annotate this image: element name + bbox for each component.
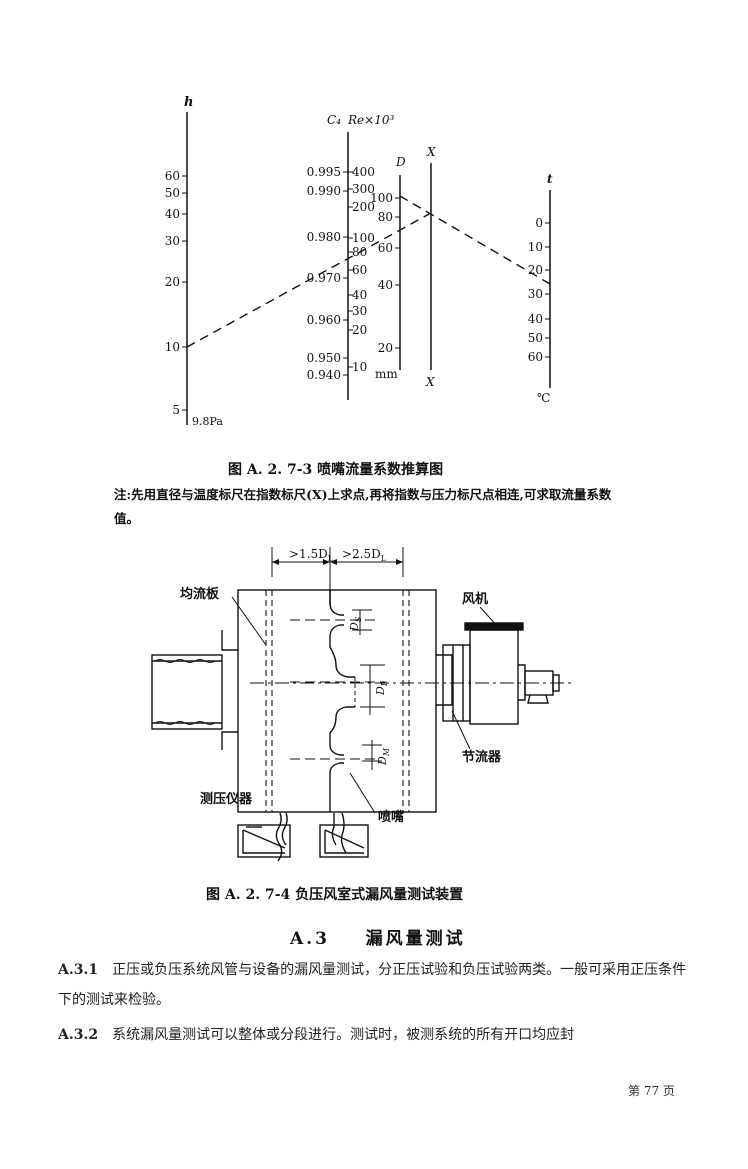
x-index-scale: X X <box>425 145 436 389</box>
h-scale-title: h <box>184 95 193 110</box>
h-tick: 50 <box>165 186 180 200</box>
dim-left-label: >1.5DL <box>289 547 334 563</box>
t-tick: 50 <box>528 331 543 345</box>
c4-tick: 0.940 <box>307 368 341 382</box>
label-baffle: 均流板 <box>180 586 220 602</box>
d-tick: 20 <box>378 341 393 355</box>
x-title-bottom: X <box>425 375 435 389</box>
construction-lines <box>186 195 551 348</box>
label-throttle: 节流器 <box>462 749 502 765</box>
d-tick: 100 <box>370 191 393 205</box>
h-tick: 20 <box>165 275 180 289</box>
paragraph-text: 系统漏风量测试可以整体或分段进行。测试时，被测系统的所有开口均应封 <box>112 1027 575 1043</box>
d-title: D <box>395 155 406 169</box>
h-tick: 30 <box>165 234 180 248</box>
re-tick: 30 <box>352 304 367 318</box>
h-tick: 10 <box>165 340 180 354</box>
re-tick: 100 <box>352 231 375 245</box>
d-scale: D 100 80 60 40 20 mm <box>370 155 406 381</box>
label-nozzle: 喷嘴 <box>378 809 404 825</box>
c4-tick: 0.990 <box>307 184 341 198</box>
t-tick: 40 <box>528 312 543 326</box>
d-tick: 60 <box>378 241 393 255</box>
t-scale: t 0 10 20 30 40 50 60 ℃ <box>528 172 553 405</box>
t-tick: 10 <box>528 240 543 254</box>
label-dl: DL <box>374 681 389 696</box>
h-tick: 60 <box>165 169 180 183</box>
c4-re-scale: C₄ Re×10³ 0.995 0.990 0.980 0.970 0.960 … <box>307 113 394 400</box>
re-tick: 300 <box>352 182 375 196</box>
label-fan: 风机 <box>462 591 488 607</box>
t-tick: 30 <box>528 287 543 301</box>
d-tick: 40 <box>378 278 393 292</box>
section-heading: A.3 漏风量测试 <box>290 929 466 949</box>
t-title: t <box>547 172 553 186</box>
d-tick: 80 <box>378 210 393 224</box>
figure2-caption: 图 A. 2. 7-4 负压风室式漏风量测试装置 <box>206 887 464 903</box>
paragraph-number: A.3.1 <box>58 962 99 978</box>
figure1-note: 注:先用直径与温度标尺在指数标尺(X)上求点,再将指数与压力标尺点相连,可求取流… <box>114 487 612 526</box>
re-tick: 200 <box>352 200 375 214</box>
d-unit: mm <box>375 367 398 381</box>
dim-right-label: >2.5DL <box>342 547 387 563</box>
label-dm: DM <box>376 747 391 766</box>
t-tick: 60 <box>528 350 543 364</box>
t-tick: 0 <box>535 216 543 230</box>
h-unit: 9.8Pa <box>192 415 223 428</box>
nomogram-figure: h 60 50 40 30 20 10 5 9.8Pa C₄ Re×10³ 0.… <box>165 95 553 428</box>
c4-tick: 0.950 <box>307 351 341 365</box>
page-number: 第 77 页 <box>628 1084 675 1098</box>
h-tick: 40 <box>165 207 180 221</box>
re-tick: 10 <box>352 360 367 374</box>
label-manometer: 测压仪器 <box>200 791 253 807</box>
t-unit: ℃ <box>537 391 550 405</box>
h-tick: 5 <box>172 403 180 417</box>
c4-tick: 0.960 <box>307 313 341 327</box>
c4-tick: 0.970 <box>307 271 341 285</box>
re-tick: 20 <box>352 323 367 337</box>
paragraph-a32: A.3.2 系统漏风量测试可以整体或分段进行。测试时，被测系统的所有开口均应封 <box>58 1020 694 1050</box>
figure1-caption: 图 A. 2. 7-3 喷嘴流量系数推算图 <box>228 462 444 478</box>
re-tick: 40 <box>352 288 367 302</box>
re-tick: 400 <box>352 165 375 179</box>
x-title-top: X <box>426 145 436 159</box>
re-tick: 60 <box>352 263 367 277</box>
h-scale: h 60 50 40 30 20 10 5 9.8Pa <box>165 95 224 428</box>
label-ds: DS <box>348 616 363 632</box>
paragraph-number: A.3.2 <box>58 1027 99 1043</box>
c4-tick: 0.980 <box>307 230 341 244</box>
c4-title: C₄ <box>327 113 341 127</box>
re-title: Re×10³ <box>347 113 394 127</box>
paragraph-text: 正压或负压系统风管与设备的漏风量测试，分正压试验和负压试验两类。一般可采用正压条… <box>58 962 687 1008</box>
c4-tick: 0.995 <box>307 165 341 179</box>
apparatus-figure: >1.5DL >2.5DL 均流板 风机 节流器 测压仪器 喷嘴 DS DL D… <box>151 547 575 862</box>
